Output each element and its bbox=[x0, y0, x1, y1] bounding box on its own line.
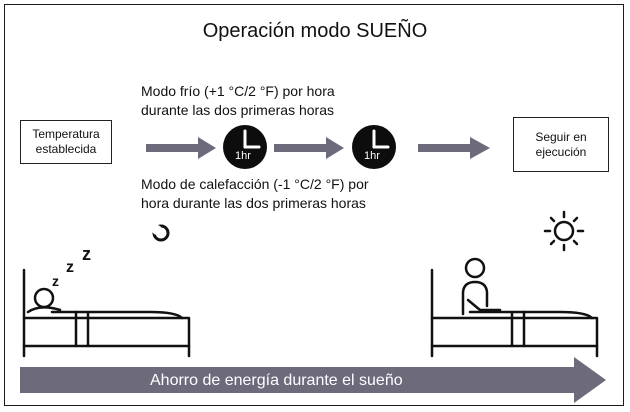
clock-label: 1hr bbox=[364, 150, 380, 162]
start-box-temperature-set: Temperatura establecida bbox=[20, 120, 112, 164]
energy-savings-arrow bbox=[20, 357, 606, 403]
moon-icon bbox=[152, 224, 170, 242]
diagram-frame bbox=[4, 4, 624, 406]
end-box-line2: ejecución bbox=[535, 144, 587, 159]
heating-note-line1: Modo de calefacción (-1 °C/2 °F) por bbox=[141, 176, 369, 192]
cooling-note-line2: durante las dos primeras horas bbox=[141, 102, 334, 118]
diagram-title: Operación modo SUEÑO bbox=[202, 20, 428, 42]
cooling-note-line1: Modo frío (+1 °C/2 °F) por hora bbox=[141, 83, 335, 99]
svg-text:z: z bbox=[52, 273, 59, 289]
cooling-mode-note: Modo frío (+1 °C/2 °F) por hora durante … bbox=[141, 82, 335, 120]
awake-bed-icon bbox=[430, 257, 599, 358]
heating-mode-note: Modo de calefacción (-1 °C/2 °F) por hor… bbox=[141, 175, 369, 213]
heating-note-line2: hora durante las dos primeras horas bbox=[141, 195, 366, 211]
svg-text:z: z bbox=[66, 259, 74, 276]
end-box-line1: Seguir en bbox=[535, 129, 587, 144]
sleeping-bed-icon bbox=[22, 268, 191, 358]
energy-savings-label: Ahorro de energía durante el sueño bbox=[150, 372, 403, 389]
clock-icon bbox=[352, 125, 396, 169]
sleep-z-icon: z z z bbox=[52, 244, 91, 289]
sun-icon bbox=[543, 210, 585, 252]
start-box-line1: Temperatura bbox=[32, 127, 100, 141]
clock-label: 1hr bbox=[235, 150, 251, 162]
flow-arrow-2 bbox=[274, 137, 344, 159]
flow-arrow-1 bbox=[146, 137, 216, 159]
flow-arrow-3 bbox=[418, 137, 490, 159]
svg-text:z: z bbox=[82, 244, 91, 264]
clock-icon bbox=[223, 125, 267, 169]
end-box-keep-running: Seguir en ejecución bbox=[513, 117, 609, 172]
start-box-line2: establecida bbox=[35, 142, 97, 156]
